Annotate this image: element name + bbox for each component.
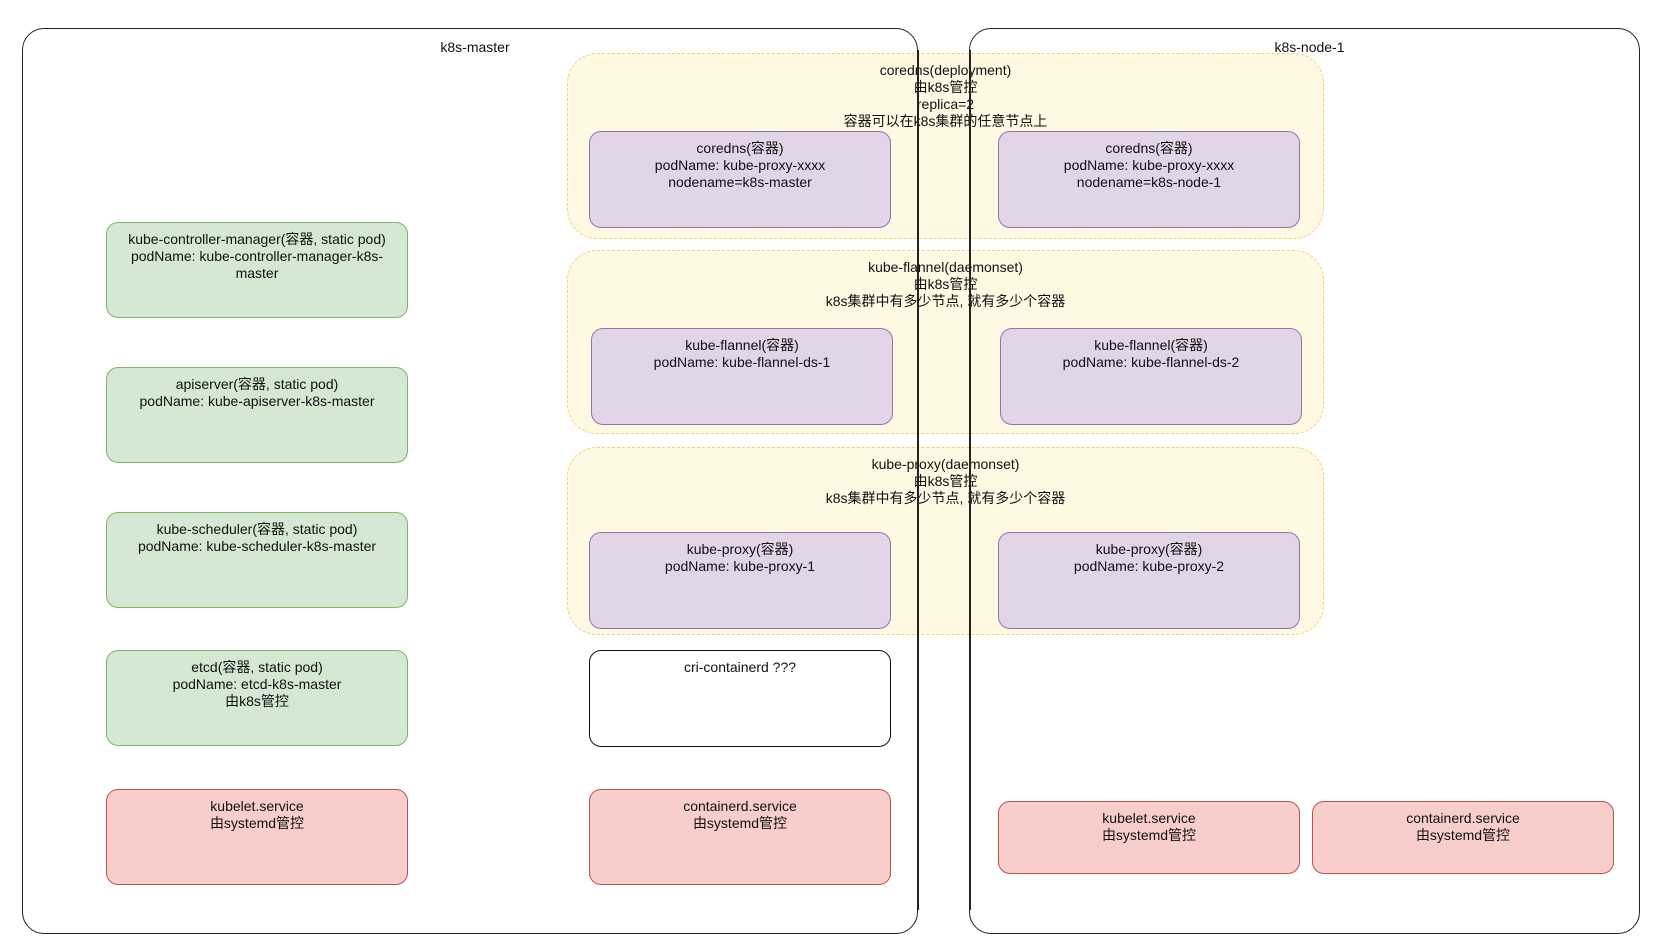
flannel-group-line: 由k8s管控 — [913, 276, 978, 292]
box-line: 由systemd管控 — [1415, 827, 1511, 843]
kube-scheduler-box[interactable]: kube-scheduler(容器, static pod) podName: … — [106, 512, 408, 608]
coredns-group-line: 容器可以在k8s集群的任意节点上 — [843, 113, 1048, 129]
box-line: kubelet.service — [1102, 810, 1196, 826]
box-line: podName: etcd-k8s-master — [172, 676, 342, 692]
box-line: containerd.service — [683, 798, 797, 814]
box-line: kube-controller-manager(容器, static pod) — [128, 231, 386, 247]
proxy-group-label: kube-proxy(daemonset) 由k8s管控 k8s集群中有多少节点… — [568, 456, 1323, 507]
box-line: podName: kube-proxy-xxxx — [1063, 157, 1235, 173]
box-line: nodename=k8s-node-1 — [1076, 174, 1222, 190]
box-line: 由k8s管控 — [225, 693, 289, 709]
node1-left-border-overlay — [969, 50, 971, 910]
box-line: podName: kube-scheduler-k8s-master — [137, 538, 377, 554]
box-line: podName: kube-flannel-ds-1 — [653, 354, 831, 370]
coredns-master-container-box[interactable]: coredns(容器) podName: kube-proxy-xxxx nod… — [589, 131, 891, 228]
coredns-group-line: coredns(deployment) — [879, 62, 1012, 78]
coredns-group-label: coredns(deployment) 由k8s管控 replica=2 容器可… — [568, 62, 1323, 130]
box-line: podName: kube-flannel-ds-2 — [1062, 354, 1240, 370]
box-line: 由systemd管控 — [1101, 827, 1197, 843]
coredns-node1-container-box[interactable]: coredns(容器) podName: kube-proxy-xxxx nod… — [998, 131, 1300, 228]
box-line: etcd(容器, static pod) — [191, 659, 323, 675]
box-line: kube-proxy(容器) — [686, 541, 794, 557]
box-line: containerd.service — [1406, 810, 1520, 826]
kube-proxy-1-box[interactable]: kube-proxy(容器) podName: kube-proxy-1 — [589, 532, 891, 629]
proxy-group-line: k8s集群中有多少节点, 就有多少个容器 — [825, 490, 1066, 506]
kubelet-service-master-box[interactable]: kubelet.service 由systemd管控 — [106, 789, 408, 885]
box-line: podName: kube-controller-manager-k8s-mas… — [130, 248, 384, 281]
box-line: kube-flannel(容器) — [685, 337, 799, 353]
flannel-group-label: kube-flannel(daemonset) 由k8s管控 k8s集群中有多少… — [568, 259, 1323, 310]
box-line: podName: kube-apiserver-k8s-master — [139, 393, 375, 409]
box-line: kube-flannel(容器) — [1094, 337, 1208, 353]
kube-proxy-2-box[interactable]: kube-proxy(容器) podName: kube-proxy-2 — [998, 532, 1300, 629]
proxy-group-line: 由k8s管控 — [913, 473, 978, 489]
kube-flannel-ds-2-box[interactable]: kube-flannel(容器) podName: kube-flannel-d… — [1000, 328, 1302, 425]
k8s-master-title: k8s-master — [440, 39, 510, 55]
apiserver-box[interactable]: apiserver(容器, static pod) podName: kube-… — [106, 367, 408, 463]
box-line: nodename=k8s-master — [668, 174, 812, 190]
flannel-group-line: kube-flannel(daemonset) — [868, 259, 1023, 275]
kube-controller-manager-box[interactable]: kube-controller-manager(容器, static pod) … — [106, 222, 408, 318]
box-line: 由systemd管控 — [692, 815, 788, 831]
coredns-group-line: replica=2 — [916, 96, 975, 112]
box-line: podName: kube-proxy-2 — [1073, 558, 1225, 574]
coredns-group-line: 由k8s管控 — [913, 79, 978, 95]
containerd-service-node1-box[interactable]: containerd.service 由systemd管控 — [1312, 801, 1614, 874]
box-line: kube-proxy(容器) — [1095, 541, 1203, 557]
box-line: apiserver(容器, static pod) — [175, 376, 339, 392]
box-line: coredns(容器) — [696, 140, 784, 156]
k8s-node-1-title: k8s-node-1 — [1274, 39, 1345, 55]
kube-flannel-ds-1-box[interactable]: kube-flannel(容器) podName: kube-flannel-d… — [591, 328, 893, 425]
proxy-group-line: kube-proxy(daemonset) — [871, 456, 1020, 472]
box-line: kubelet.service — [210, 798, 304, 814]
box-line: cri-containerd ??? — [683, 659, 797, 675]
box-line: podName: kube-proxy-1 — [664, 558, 816, 574]
kubelet-service-node1-box[interactable]: kubelet.service 由systemd管控 — [998, 801, 1300, 874]
flannel-group-line: k8s集群中有多少节点, 就有多少个容器 — [825, 293, 1066, 309]
etcd-box[interactable]: etcd(容器, static pod) podName: etcd-k8s-m… — [106, 650, 408, 746]
box-line: kube-scheduler(容器, static pod) — [156, 521, 358, 537]
containerd-service-master-box[interactable]: containerd.service 由systemd管控 — [589, 789, 891, 885]
cri-containerd-box[interactable]: cri-containerd ??? — [589, 650, 891, 747]
box-line: 由systemd管控 — [209, 815, 305, 831]
box-line: coredns(容器) — [1105, 140, 1193, 156]
box-line: podName: kube-proxy-xxxx — [654, 157, 826, 173]
master-right-border-overlay — [917, 50, 919, 910]
